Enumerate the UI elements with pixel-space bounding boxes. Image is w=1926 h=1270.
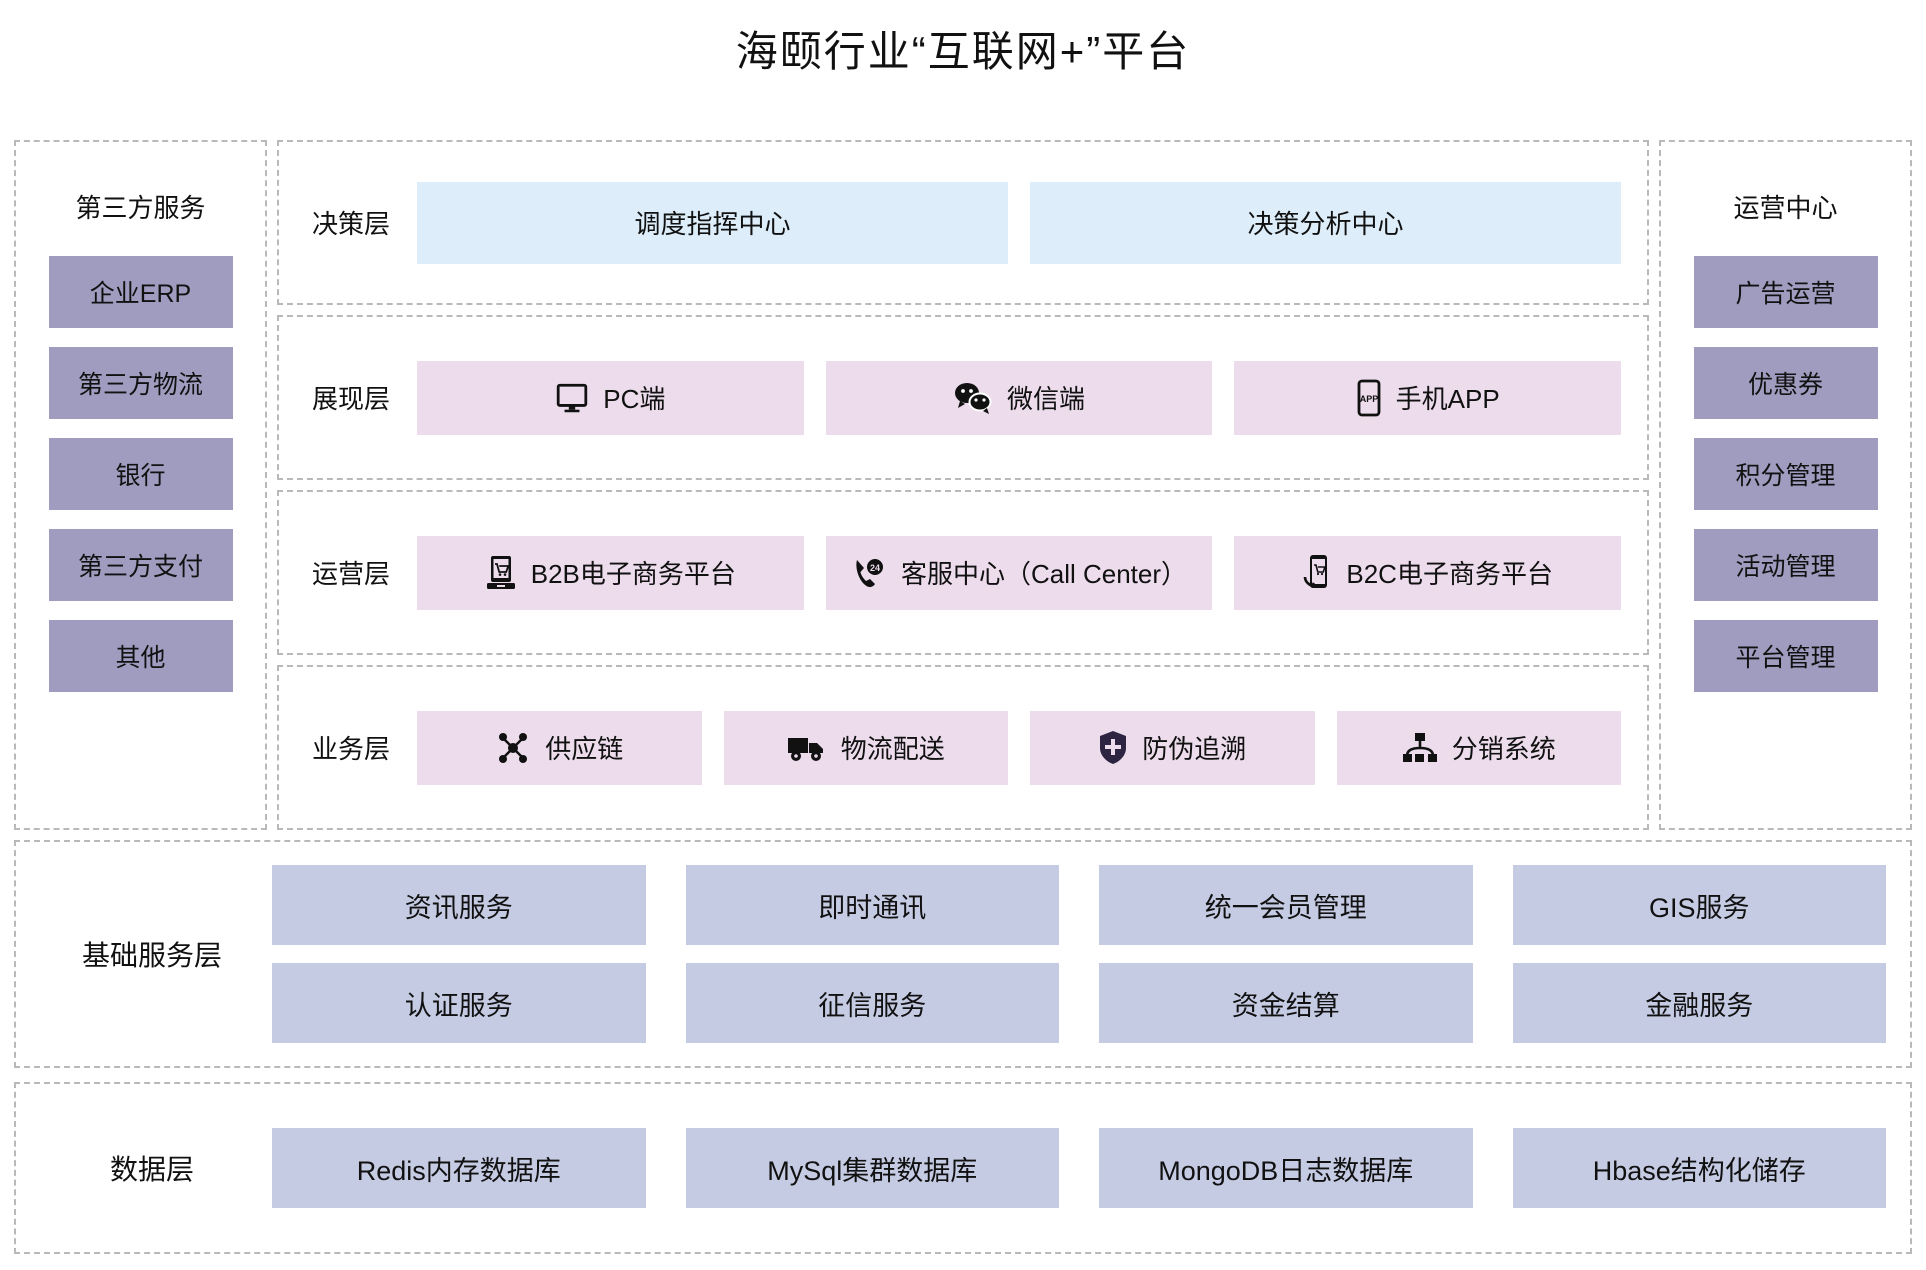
cell-authentication-service[interactable]: 认证服务 [272, 963, 646, 1043]
wechat-icon [953, 381, 993, 415]
cell-label: B2C电子商务平台 [1346, 559, 1553, 589]
cell-label: 物流配送 [840, 734, 945, 764]
side-item-third-party-payment[interactable]: 第三方支付 [48, 529, 233, 601]
cell-logistics-delivery[interactable]: 物流配送 [723, 710, 1008, 785]
cell-pc-client[interactable]: PC端 [417, 360, 804, 435]
mobile-cart-icon [1302, 553, 1332, 593]
cell-label: 防伪追溯 [1142, 734, 1247, 764]
phone-24-icon: 24 [851, 555, 887, 591]
truck-icon [787, 733, 827, 763]
side-item-ad-operation[interactable]: 广告运营 [1693, 256, 1878, 328]
side-item-coupon[interactable]: 优惠券 [1693, 347, 1878, 419]
cell-label: B2B电子商务平台 [530, 559, 736, 589]
cell-credit-service[interactable]: 征信服务 [685, 963, 1059, 1043]
cell-distribution-system[interactable]: 分销系统 [1336, 710, 1621, 785]
side-item-activity-management[interactable]: 活动管理 [1693, 529, 1878, 601]
cell-gis-service[interactable]: GIS服务 [1512, 865, 1886, 945]
cell-label: 决策分析中心 [1247, 209, 1404, 239]
page-title: 海颐行业“互联网+”平台 [735, 28, 1191, 75]
center-layers: 决策层 调度指挥中心 决策分析中心 展现层 [277, 140, 1649, 830]
side-item-third-party-logistics[interactable]: 第三方物流 [48, 347, 233, 419]
cell-label: 分销系统 [1451, 734, 1556, 764]
business-layer-cells: 供应链 物流配 [417, 710, 1621, 785]
mobile-app-icon: APP [1356, 379, 1382, 417]
monitor-icon [555, 381, 589, 415]
cell-label: 调度指挥中心 [634, 209, 791, 239]
cell-label: 手机APP [1395, 384, 1500, 414]
cell-redis-memory-db[interactable]: Redis内存数据库 [272, 1128, 646, 1208]
third-party-services-panel: 第三方服务 企业ERP 第三方物流 银行 第三方支付 其他 [14, 140, 267, 830]
cell-hbase-structured-storage[interactable]: Hbase结构化储存 [1512, 1128, 1886, 1208]
operation-layer-cells: B2B电子商务平台 24 客服中心（Call Center） [417, 535, 1622, 610]
cell-fund-settlement[interactable]: 资金结算 [1099, 963, 1473, 1043]
cell-b2c-ecommerce-platform[interactable]: B2C电子商务平台 [1234, 535, 1622, 610]
operation-layer-label: 运营层 [311, 559, 390, 589]
cell-label: 供应链 [545, 734, 624, 764]
decision-layer: 决策层 调度指挥中心 决策分析中心 [277, 140, 1649, 305]
cell-anti-counterfeit-trace[interactable]: 防伪追溯 [1030, 710, 1315, 785]
cell-dispatch-command-center[interactable]: 调度指挥中心 [417, 181, 1008, 264]
svg-text:24: 24 [870, 563, 880, 573]
third-party-services-title: 第三方服务 [75, 193, 206, 223]
cell-label: 客服中心（Call Center） [900, 559, 1188, 589]
presentation-layer-cells: PC端 [417, 360, 1622, 435]
cell-call-center[interactable]: 24 客服中心（Call Center） [825, 535, 1213, 610]
distribution-icon [1402, 732, 1438, 764]
decision-layer-label: 决策层 [311, 209, 390, 239]
presentation-layer: 展现层 PC端 [277, 315, 1649, 480]
supply-chain-icon [495, 730, 531, 766]
data-layer-label: 数据层 [109, 1154, 194, 1185]
cell-decision-analysis-center[interactable]: 决策分析中心 [1030, 181, 1621, 264]
side-item-points-management[interactable]: 积分管理 [1693, 438, 1878, 510]
cell-news-service[interactable]: 资讯服务 [272, 865, 646, 945]
cell-wechat-client[interactable]: 微信端 [825, 360, 1213, 435]
data-layer-grid: Redis内存数据库 MySql集群数据库 MongoDB日志数据库 Hbase… [272, 1128, 1886, 1208]
business-layer-label: 业务层 [311, 734, 390, 764]
operation-layer: 运营层 [277, 490, 1649, 655]
operation-center-panel: 运营中心 广告运营 优惠券 积分管理 活动管理 平台管理 [1659, 140, 1912, 830]
side-item-other[interactable]: 其他 [48, 620, 233, 692]
basic-service-layer-label: 基础服务层 [81, 940, 222, 971]
cell-mongodb-log-db[interactable]: MongoDB日志数据库 [1099, 1128, 1473, 1208]
business-layer: 业务层 [277, 665, 1649, 830]
side-item-platform-management[interactable]: 平台管理 [1693, 620, 1878, 692]
cell-mobile-app[interactable]: APP 手机APP [1234, 360, 1622, 435]
basic-service-grid: 资讯服务 即时通讯 统一会员管理 GIS服务 认证服务 征信服务 资金结算 金融… [272, 865, 1886, 1043]
desktop-cart-icon [485, 554, 517, 592]
decision-layer-cells: 调度指挥中心 决策分析中心 [417, 181, 1621, 264]
data-layer: 数据层 Redis内存数据库 MySql集群数据库 MongoDB日志数据库 H… [14, 1082, 1912, 1254]
cell-label: PC端 [603, 384, 666, 414]
side-item-enterprise-erp[interactable]: 企业ERP [48, 256, 233, 328]
cell-financial-service[interactable]: 金融服务 [1512, 963, 1886, 1043]
side-item-bank[interactable]: 银行 [48, 438, 233, 510]
cell-label: 微信端 [1007, 384, 1086, 414]
cell-unified-member-management[interactable]: 统一会员管理 [1099, 865, 1473, 945]
presentation-layer-label: 展现层 [311, 384, 390, 414]
top-region: 第三方服务 企业ERP 第三方物流 银行 第三方支付 其他 决策层 调度指挥中心… [14, 140, 1912, 830]
operation-center-title: 运营中心 [1733, 193, 1838, 223]
svg-text:APP: APP [1359, 394, 1378, 404]
cell-mysql-cluster-db[interactable]: MySql集群数据库 [685, 1128, 1059, 1208]
basic-service-layer: 基础服务层 资讯服务 即时通讯 统一会员管理 GIS服务 认证服务 征信服务 资… [14, 840, 1912, 1068]
cell-supply-chain[interactable]: 供应链 [417, 710, 702, 785]
shield-icon [1098, 730, 1128, 766]
cell-instant-messaging[interactable]: 即时通讯 [685, 865, 1059, 945]
cell-b2b-ecommerce-platform[interactable]: B2B电子商务平台 [417, 535, 804, 610]
